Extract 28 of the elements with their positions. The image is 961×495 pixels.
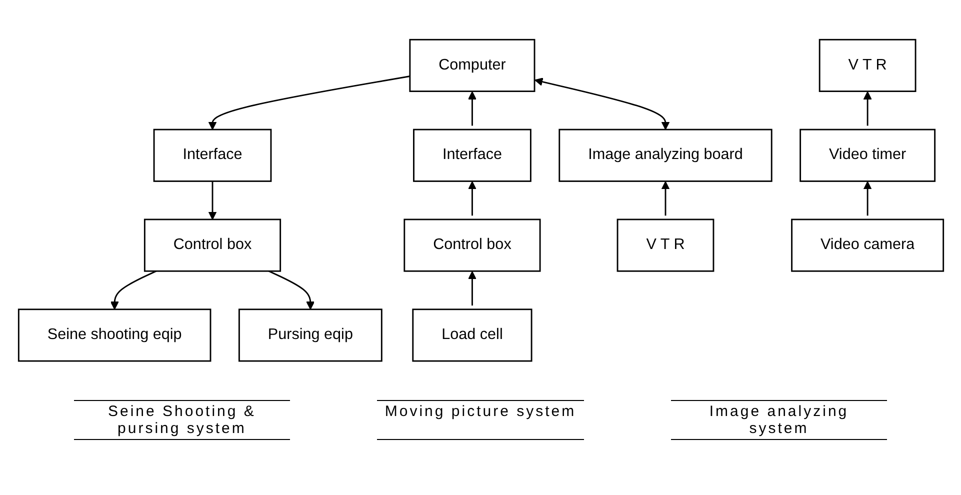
node-box <box>143 218 281 272</box>
node-box <box>799 128 936 182</box>
arrow <box>862 180 872 216</box>
arrow <box>468 90 476 126</box>
node-box <box>238 308 382 362</box>
arrow <box>468 270 476 306</box>
arrow <box>660 180 670 216</box>
node-box <box>790 218 944 272</box>
system-label: Moving picture system <box>376 400 584 440</box>
system-label: Image analyzing system <box>671 400 888 440</box>
node-box <box>558 128 772 182</box>
node-box <box>152 128 272 182</box>
node-box <box>616 218 714 272</box>
arrow <box>268 270 314 310</box>
arrow <box>208 75 410 130</box>
arrow <box>110 270 156 310</box>
arrow <box>468 180 476 216</box>
flowchart: Computer Interface Control box Seine shooting eqip Pursing eqip Interface Control box Load cell V T R Video timer Video camera Image analyzing board V T R <box>10 32 950 368</box>
arrow <box>208 180 216 220</box>
node-box <box>818 38 916 92</box>
node-box <box>412 308 532 362</box>
arrow <box>534 77 670 130</box>
node-box <box>403 218 540 272</box>
node-box <box>412 128 531 182</box>
arrow <box>862 90 872 126</box>
system-label: Seine Shooting & pursing system <box>74 400 290 440</box>
node-box <box>17 308 211 362</box>
node-box <box>408 38 535 92</box>
